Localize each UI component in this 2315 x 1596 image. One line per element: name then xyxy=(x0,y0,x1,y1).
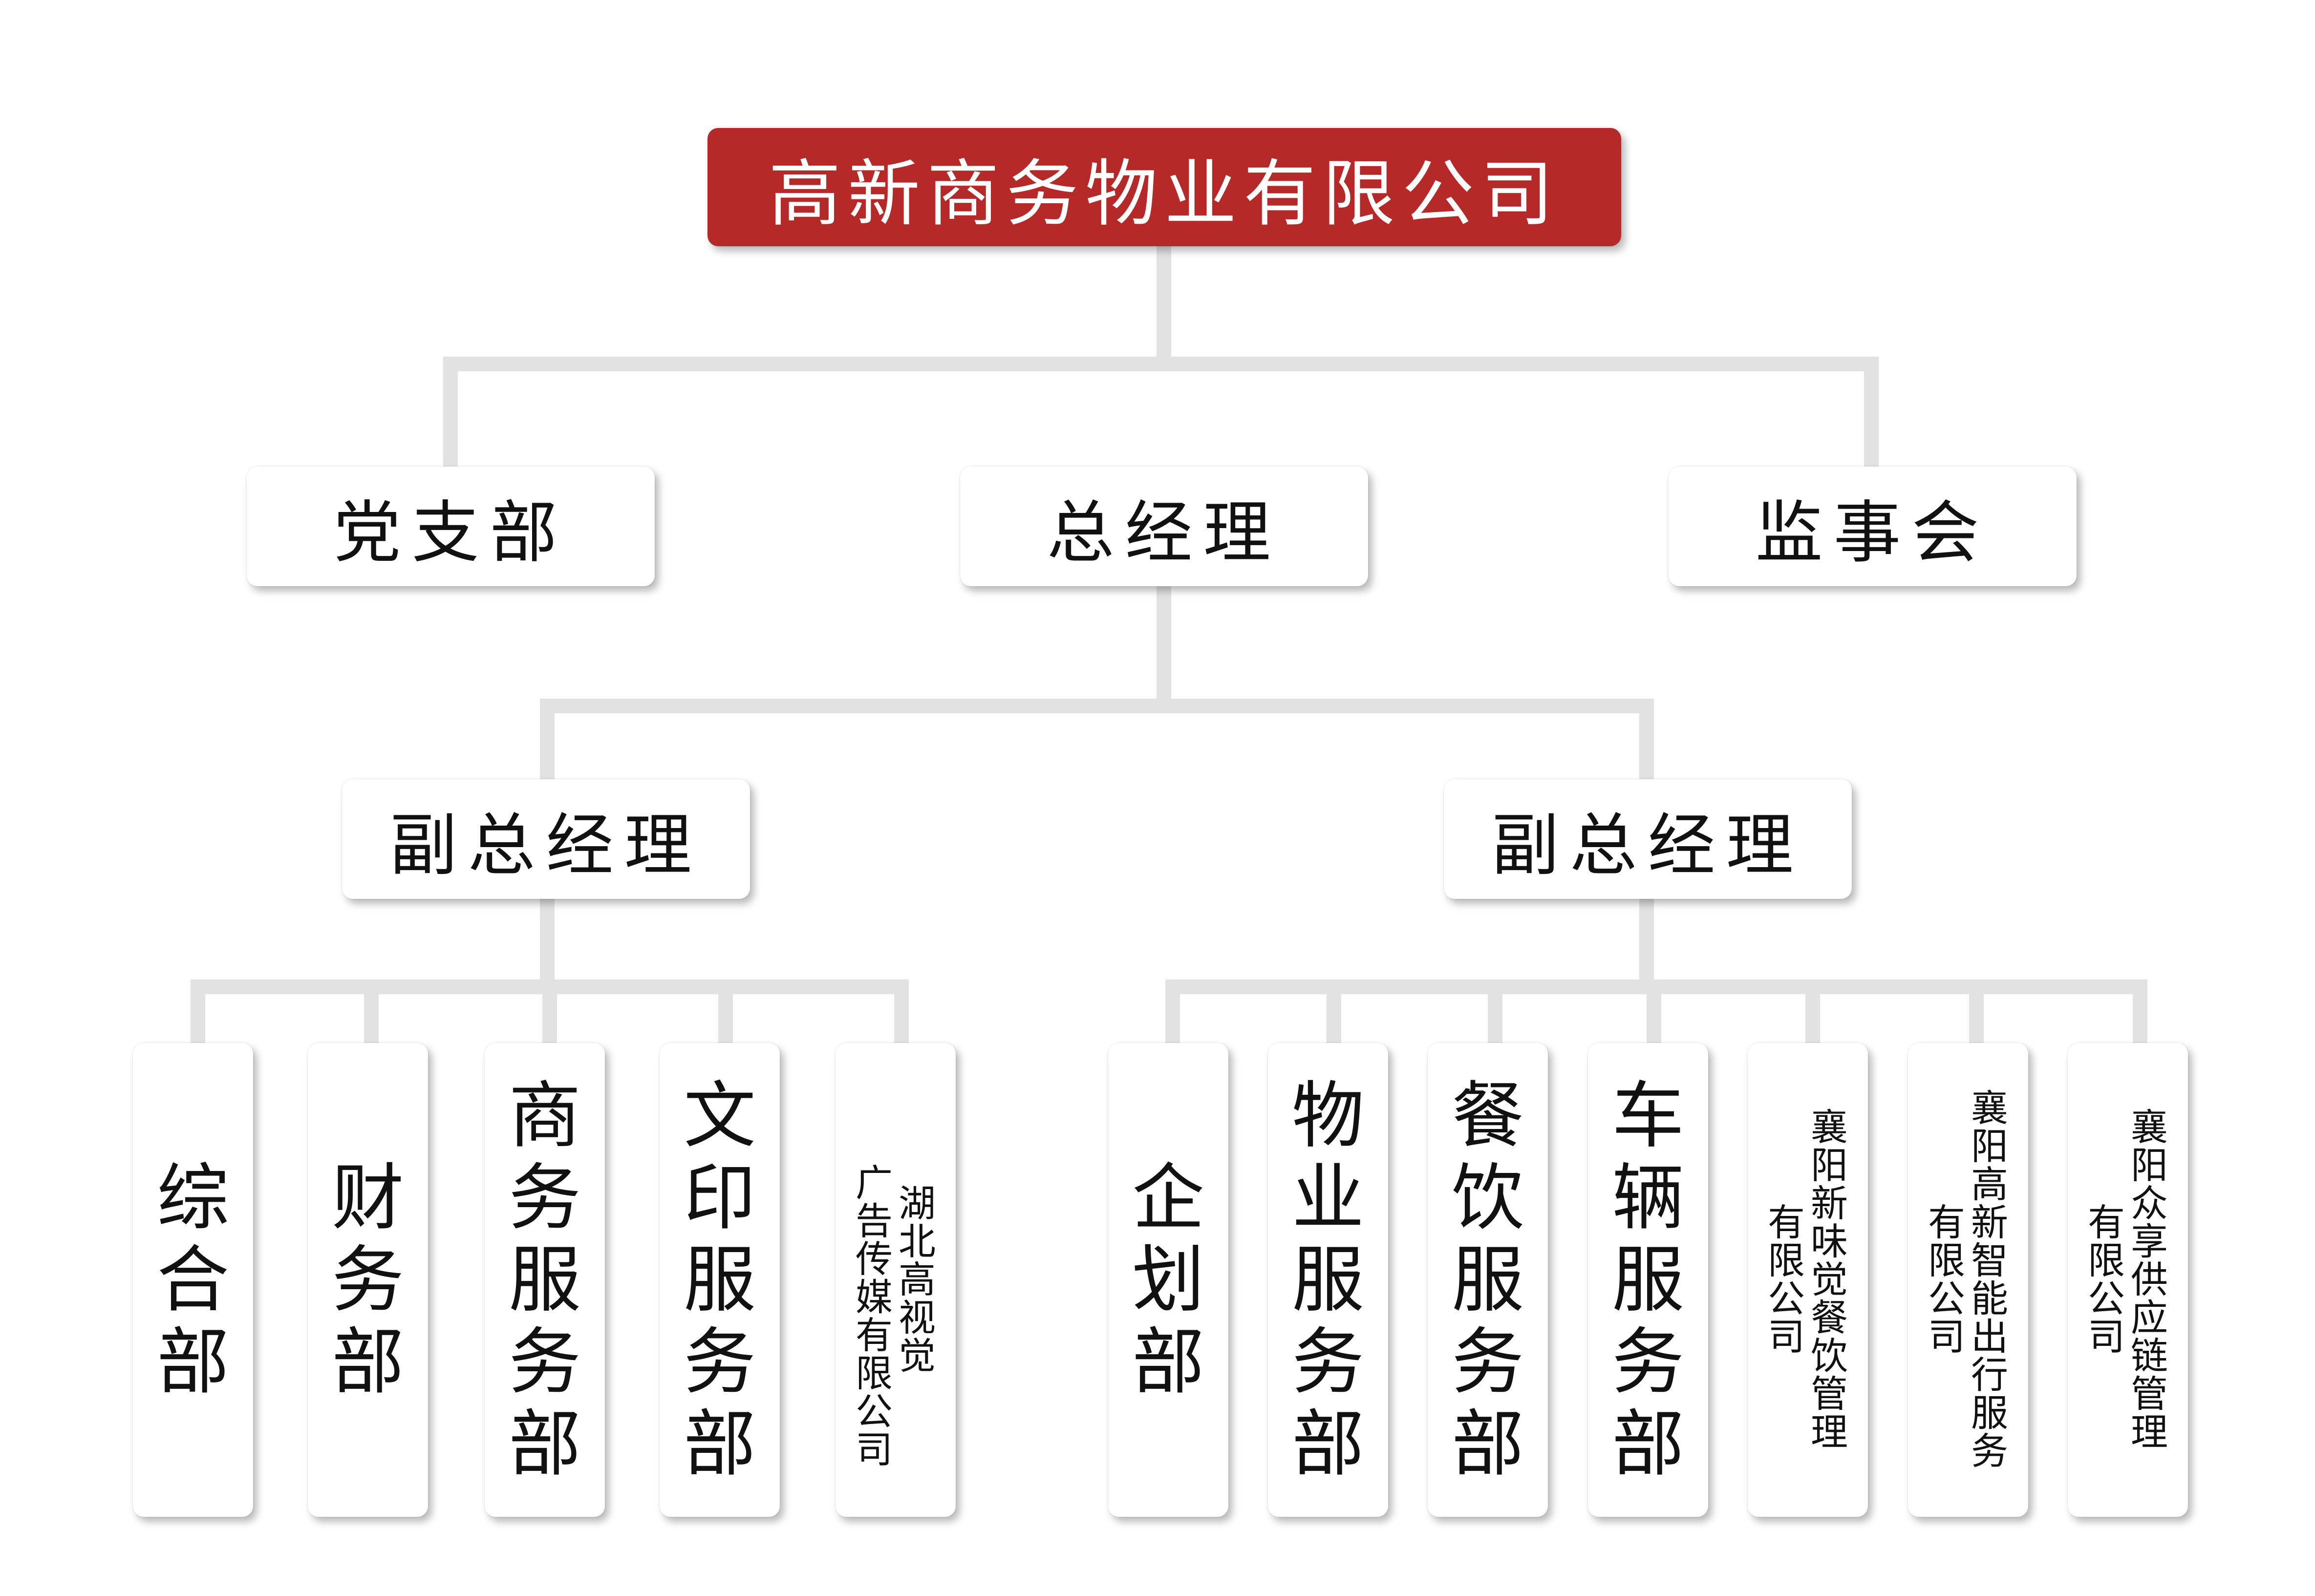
node-supervisory-board: 监事会 xyxy=(1669,467,2077,586)
dept-hubei-gaoshijue-media: 湖北高视觉 广告传媒有限公司 xyxy=(836,1043,956,1517)
dept-property-services: 物业服务部 xyxy=(1268,1043,1388,1517)
dept-finance: 财务部 xyxy=(308,1043,428,1517)
dept-xinweijue-catering: 襄阳新味觉餐饮管理 有限公司 xyxy=(1748,1043,1868,1517)
supervisory-board-label: 监事会 xyxy=(1755,493,1990,572)
dept-planning: 企划部 xyxy=(1108,1043,1228,1517)
connector-root-level1 xyxy=(443,244,1879,469)
dept-label: 餐饮服务部 xyxy=(1452,1074,1524,1486)
dept-label-line-2: 有限公司 xyxy=(2088,1201,2125,1359)
dept-label: 商务服务部 xyxy=(509,1074,581,1486)
dept-label-line-1: 湖北高视觉 xyxy=(899,1182,936,1378)
root-label: 高新商务物业有限公司 xyxy=(769,151,1560,236)
dept-label: 综合部 xyxy=(157,1156,229,1404)
dept-printing-services: 文印服务部 xyxy=(660,1043,780,1517)
connector-gm-deputies xyxy=(540,586,1654,782)
dept-label-line-2: 有限公司 xyxy=(1768,1201,1805,1359)
dept-label: 物业服务部 xyxy=(1292,1074,1364,1486)
node-deputy-gm-2: 副总经理 xyxy=(1444,779,1852,899)
connector-deputy1-departments xyxy=(191,896,909,1045)
dept-label: 企划部 xyxy=(1132,1156,1204,1404)
dept-vehicle-services: 车辆服务部 xyxy=(1588,1043,1708,1517)
dept-label-line-1: 襄阳高新智能出行服务 xyxy=(1971,1086,2008,1473)
dept-label-line-2: 有限公司 xyxy=(1928,1201,1965,1359)
deputy-gm-1-label: 副总经理 xyxy=(389,806,703,885)
dept-general-affairs: 综合部 xyxy=(133,1043,253,1517)
dept-label-line-1: 襄阳众享供应链管理 xyxy=(2131,1106,2168,1454)
dept-smart-mobility: 襄阳高新智能出行服务 有限公司 xyxy=(1908,1043,2028,1517)
dept-zhongxiang-supply-chain: 襄阳众享供应链管理 有限公司 xyxy=(2068,1043,2188,1517)
node-general-manager: 总经理 xyxy=(960,467,1368,586)
connector-deputy2-departments xyxy=(1165,896,2147,1045)
root-node-company: 高新商务物业有限公司 xyxy=(707,128,1621,246)
dept-label: 财务部 xyxy=(332,1156,404,1404)
deputy-gm-2-label: 副总经理 xyxy=(1491,806,1804,885)
dept-label: 车辆服务部 xyxy=(1612,1074,1684,1486)
node-party-branch: 党支部 xyxy=(247,467,655,586)
dept-label: 文印服务部 xyxy=(684,1074,756,1486)
node-deputy-gm-1: 副总经理 xyxy=(342,779,750,899)
dept-catering-services: 餐饮服务部 xyxy=(1428,1043,1548,1517)
dept-label-line-1: 襄阳新味觉餐饮管理 xyxy=(1811,1106,1848,1454)
dept-label-line-2: 广告传媒有限公司 xyxy=(856,1161,893,1471)
dept-business-services: 商务服务部 xyxy=(485,1043,605,1517)
general-manager-label: 总经理 xyxy=(1047,493,1282,572)
party-branch-label: 党支部 xyxy=(333,493,568,572)
